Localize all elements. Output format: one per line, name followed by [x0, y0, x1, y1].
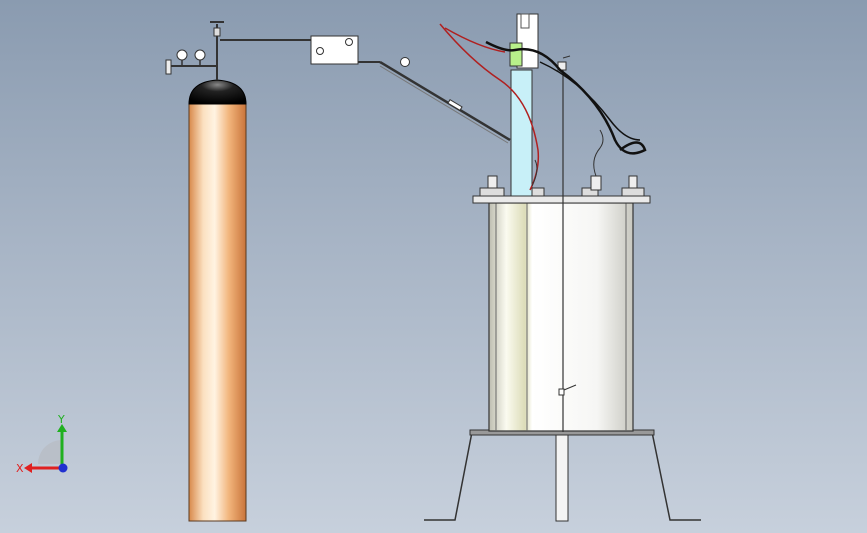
cylinder-cap[interactable]	[188, 79, 247, 105]
vessel-lid[interactable]	[472, 195, 651, 204]
cables[interactable]	[439, 23, 647, 191]
x-axis-label: X	[16, 462, 24, 475]
bioreactor-vessel[interactable]	[472, 55, 651, 432]
z-axis	[58, 463, 68, 473]
probe-body[interactable]	[510, 69, 533, 197]
pressure-gauge-2[interactable]	[194, 49, 206, 61]
inline-filter	[447, 98, 463, 112]
valve-nut	[213, 27, 221, 37]
flow-knob-1[interactable]	[316, 47, 324, 55]
vessel-stand	[424, 429, 701, 522]
triad-plane	[38, 440, 62, 464]
cylinder-body[interactable]	[188, 102, 247, 522]
flow-indicator[interactable]	[400, 57, 410, 67]
y-axis-label: Y	[57, 413, 65, 426]
sensor-probe[interactable]	[509, 13, 539, 197]
regulator-fitting	[165, 59, 172, 75]
vessel-body[interactable]	[488, 202, 634, 432]
gas-line[interactable]	[220, 35, 511, 144]
red-wire[interactable]	[439, 23, 540, 191]
drain-pipe[interactable]	[555, 431, 569, 522]
flow-knob-2[interactable]	[345, 38, 353, 46]
gas-cylinder[interactable]	[165, 21, 247, 522]
black-cable[interactable]	[485, 40, 647, 155]
connector-block[interactable]	[509, 42, 523, 67]
pressure-gauge-1[interactable]	[176, 49, 188, 61]
lid-port-2[interactable]	[581, 187, 599, 197]
rod-sensor	[558, 388, 565, 396]
orientation-triad[interactable]: Y X	[14, 412, 74, 482]
